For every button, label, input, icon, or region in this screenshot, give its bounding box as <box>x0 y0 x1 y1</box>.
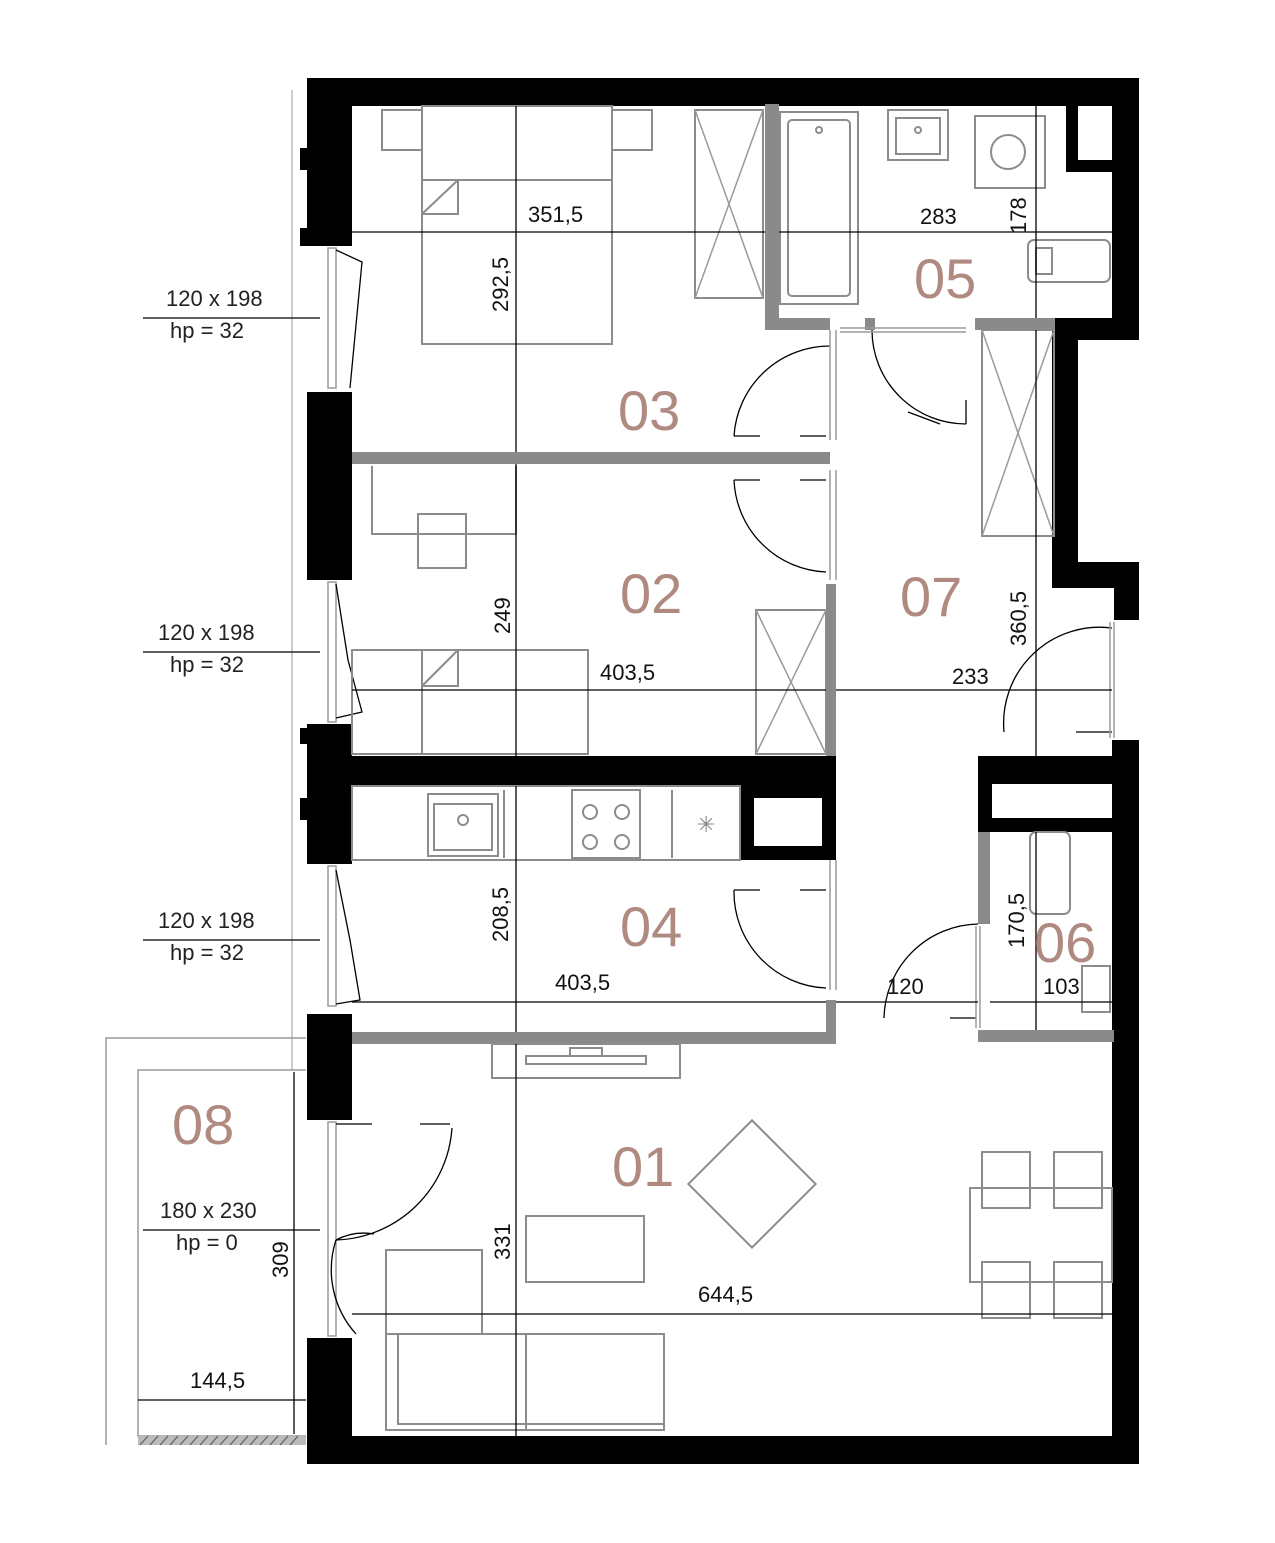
dim-r08-width: 144,5 <box>190 1368 245 1393</box>
svg-text:✳: ✳ <box>697 813 715 838</box>
dim-r06-width: 103 <box>1043 974 1080 999</box>
partition-walls <box>352 104 1114 1044</box>
balcony-door-size: 180 x 230 <box>160 1198 257 1223</box>
balcony-door-hp: hp = 0 <box>176 1230 238 1255</box>
window-3-size: 120 x 198 <box>158 908 255 933</box>
window-labels: 120 x 198 hp = 32 120 x 198 hp = 32 120 … <box>158 286 263 1255</box>
dim-r04-width: 403,5 <box>555 970 610 995</box>
dim-r03-width: 351,5 <box>528 202 583 227</box>
dim-r06-door: 120 <box>887 974 924 999</box>
exterior-walls <box>300 78 1139 1464</box>
room-label-01: 01 <box>612 1135 674 1198</box>
window-1-hp: hp = 32 <box>170 318 244 343</box>
window-2-hp: hp = 32 <box>170 652 244 677</box>
room-label-05: 05 <box>914 247 976 310</box>
room-label-06: 06 <box>1034 911 1096 974</box>
room-labels: 01 02 03 04 05 06 07 08 <box>172 247 1096 1198</box>
dim-r05-width: 283 <box>920 204 957 229</box>
dim-r02-width: 403,5 <box>600 660 655 685</box>
dimension-lines <box>138 106 1112 1436</box>
windows <box>291 90 363 1337</box>
dim-r05-height: 178 <box>1006 197 1031 234</box>
room-label-02: 02 <box>620 562 682 625</box>
window-3-hp: hp = 32 <box>170 940 244 965</box>
room-label-08: 08 <box>172 1093 234 1156</box>
room-label-07: 07 <box>900 565 962 628</box>
dim-r07-width: 233 <box>952 664 989 689</box>
balcony <box>105 1037 306 1446</box>
dim-r08-height: 309 <box>268 1241 293 1278</box>
dimension-labels: 351,5 292,5 283 178 249 403,5 233 360,5 … <box>190 197 1080 1393</box>
window-1-size: 120 x 198 <box>166 286 263 311</box>
furniture: ✳ <box>351 105 1113 1431</box>
dim-r04-height: 208,5 <box>488 887 513 942</box>
dim-r03-height: 292,5 <box>488 257 513 312</box>
door-swings <box>330 327 1115 1335</box>
room-label-03: 03 <box>618 379 680 442</box>
dim-r06-height: 170,5 <box>1004 893 1029 948</box>
dim-r01-width: 644,5 <box>698 1282 753 1307</box>
dim-r01-height: 331 <box>490 1223 515 1260</box>
window-2-size: 120 x 198 <box>158 620 255 645</box>
dim-r02-height: 249 <box>490 597 515 634</box>
room-label-04: 04 <box>620 895 682 958</box>
dim-r07-height: 360,5 <box>1006 591 1031 646</box>
